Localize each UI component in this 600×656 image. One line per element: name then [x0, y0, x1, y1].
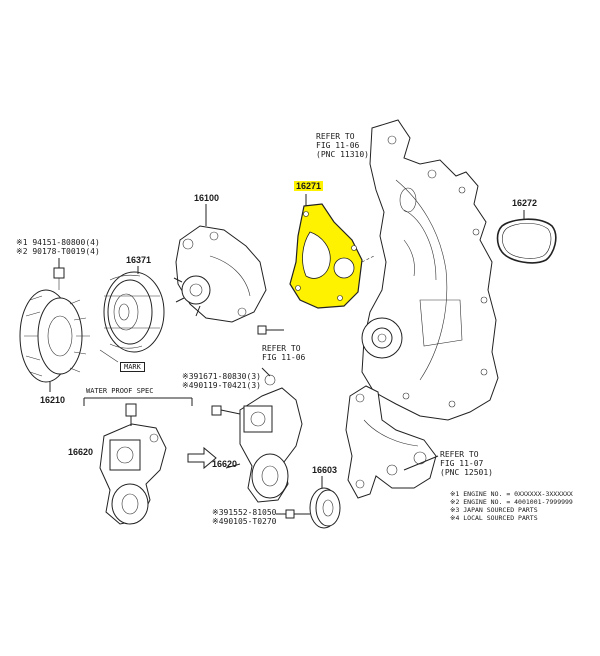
pulley-16371 [103, 271, 165, 353]
water-pump-16100 [173, 225, 267, 323]
legend-line-3: ※3 JAPAN SOURCED PARTS [450, 506, 538, 514]
bolt-note-group-2: ※391671-80830(3) ※490119-T0421(3) [182, 372, 261, 390]
bolt-note-1: ※1 94151-80800(4) [16, 238, 100, 247]
tensioner-16620-right [239, 374, 303, 503]
legend-line-2: ※2 ENGINE NO. = 4001001-7999999 [450, 498, 573, 506]
refer-mid-line2: FIG 11-06 [262, 353, 306, 362]
bolt-note-3: ※391671-80830(3) [182, 372, 261, 381]
timing-cover [361, 119, 499, 421]
refer-right-line3: (PNC 12501) [440, 468, 493, 477]
tensioner-bolt [211, 405, 241, 416]
fan-clutch-16210 [19, 289, 90, 383]
bolt-note-4: ※490119-T0421(3) [182, 381, 261, 390]
nut [53, 258, 65, 279]
pump-bolt [257, 325, 284, 335]
refer-right-line2: FIG 11-07 [440, 459, 484, 468]
mark-label: MARK [120, 362, 145, 372]
refer-top-label: REFER TO FIG 11-06 (PNC 11310) [316, 132, 369, 159]
part-number-16210[interactable]: 16210 [40, 395, 66, 405]
legend-line-4: ※4 LOCAL SOURCED PARTS [450, 514, 538, 522]
gasket-16271 [289, 203, 363, 309]
refer-mid-line1: REFER TO [262, 344, 301, 353]
idler-bolt [285, 509, 310, 519]
engine-legend: ※1 ENGINE NO. = 0XXXXXX-3XXXXXX ※2 ENGIN… [450, 490, 573, 522]
direction-arrow [187, 446, 217, 470]
refer-right-label: REFER TO FIG 11-07 (PNC 12501) [440, 450, 493, 477]
part-number-16603[interactable]: 16603 [312, 465, 338, 475]
refer-mid-label: REFER TO FIG 11-06 [262, 344, 305, 362]
bolt-note-group-1: ※1 94151-80800(4) ※2 90178-T0019(4) [16, 238, 100, 256]
idler-pulley-16603 [309, 487, 341, 529]
gasket-16272 [496, 218, 557, 264]
water-proof-spec-label: WATER PROOF SPEC [86, 387, 154, 395]
idler-bracket [345, 385, 437, 499]
part-number-16272[interactable]: 16272 [512, 198, 538, 208]
part-number-16620-left[interactable]: 16620 [68, 447, 94, 457]
bolt-note-2: ※2 90178-T0019(4) [16, 247, 100, 256]
bolt-note-6: ※490105-T0270 [212, 517, 277, 526]
refer-top-line2: FIG 11-06 [316, 141, 360, 150]
tensioner-16620-left [99, 423, 167, 525]
legend-line-1: ※1 ENGINE NO. = 0XXXXXX-3XXXXXX [450, 490, 573, 498]
bolt-note-group-3: ※391552-81050 ※490105-T0270 [212, 508, 277, 526]
refer-top-line3: (PNC 11310) [316, 150, 369, 159]
part-number-16271[interactable]: 16271 [294, 181, 324, 191]
part-number-16620-right[interactable]: 16620 [212, 459, 238, 469]
refer-right-line1: REFER TO [440, 450, 479, 459]
part-number-16100[interactable]: 16100 [194, 193, 220, 203]
part-number-16371[interactable]: 16371 [126, 255, 152, 265]
bolt-note-5: ※391552-81050 [212, 508, 277, 517]
refer-top-line1: REFER TO [316, 132, 355, 141]
